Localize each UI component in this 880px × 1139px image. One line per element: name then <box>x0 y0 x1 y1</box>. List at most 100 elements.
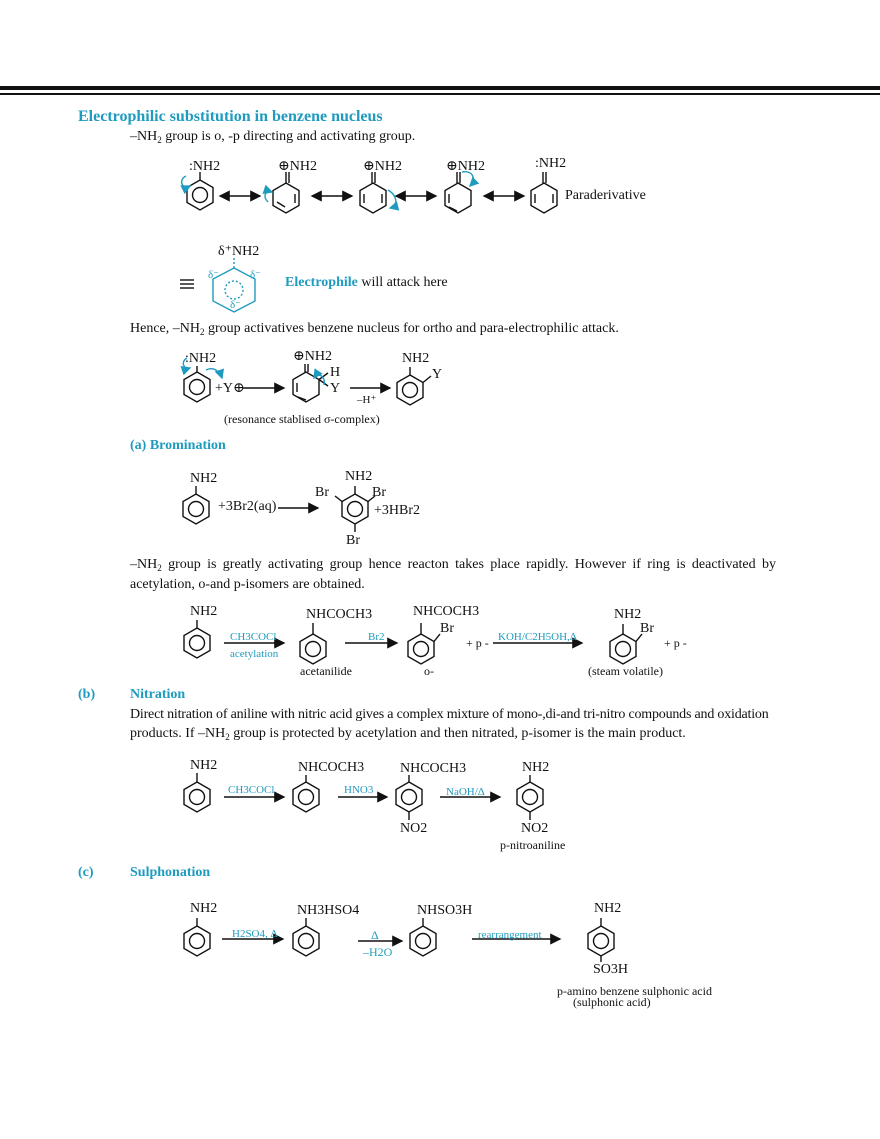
brom-br-left: Br <box>315 485 329 500</box>
resonance-label-3: ⊕NH2 <box>363 159 402 174</box>
nitration-aniline <box>183 773 211 813</box>
intro-sub: 2 <box>157 135 162 145</box>
scheme-o-group: NHCOCH3 <box>413 604 480 619</box>
hybrid-label: δ⁺NH2 <box>218 244 260 259</box>
mech-caption: (resonance stablised σ-complex) <box>224 412 380 426</box>
intro-pre: –NH <box>130 129 158 144</box>
nit-acet: NHCOCH3 <box>298 760 365 775</box>
brom-reagent: +3Br2(aq) <box>218 499 277 514</box>
nit-nh2: NH2 <box>190 758 218 773</box>
scheme-reagent1: CH3COCl <box>230 631 277 643</box>
brom-para-sub: 2 <box>157 563 162 573</box>
bromination-paragraph: –NH2 group is greatly activating group h… <box>130 555 776 595</box>
brom-br-right: Br <box>372 485 386 500</box>
hence-pre: Hence, –NH <box>130 321 200 336</box>
scheme-o-bromo <box>407 623 441 665</box>
nit-product: NH2 <box>522 760 550 775</box>
sul-reagent3: rearrangement <box>478 929 542 941</box>
hybrid-delta-left: δ⁻ <box>208 269 219 281</box>
intro-post: group is o, -p directing and activating … <box>161 129 416 144</box>
mechanism-reactant <box>180 357 224 403</box>
nit-reagent3: NaOH/Δ <box>446 786 485 798</box>
scheme-reagent2: Br2 <box>368 631 385 643</box>
scheme-acetanilide-group: NHCOCH3 <box>306 607 373 622</box>
resonance-label-2: ⊕NH2 <box>278 159 317 174</box>
nitration-p-nitroaniline <box>516 775 544 820</box>
sulphonation-heading: Sulphonation <box>130 865 211 880</box>
paraderivative-label: Paraderivative <box>565 188 646 203</box>
mech-reactant-label: :NH2 <box>185 351 217 366</box>
sul-product-name1: p-amino benzene sulphonic acid <box>557 984 712 998</box>
brom-reactant-label: NH2 <box>190 471 218 486</box>
sulphonation-sulphanilic <box>409 918 437 957</box>
header-rule-thick <box>0 86 880 90</box>
intro-text: –NH2 group is o, -p directing and activa… <box>130 128 415 146</box>
nitration-label: (b) <box>78 687 96 702</box>
sul-product-so3h: SO3H <box>593 962 629 977</box>
scheme-reagent3: KOH/C2H5OH,Δ <box>498 631 577 643</box>
brom-product-label: NH2 <box>345 469 373 484</box>
scheme-o-br: Br <box>440 621 454 636</box>
mech-product-label: NH2 <box>402 351 430 366</box>
hybrid-delta-bottom: δ⁻ <box>230 299 241 311</box>
sul-salt: NH3HSO4 <box>297 903 360 918</box>
scheme-final-group: NH2 <box>614 607 642 622</box>
nitration-line2-sub: 2 <box>225 732 230 742</box>
sulphonation-product <box>587 918 615 962</box>
sul-reagent2-top: Δ <box>371 928 379 942</box>
scheme-plus-p1: + p - <box>466 636 489 650</box>
hybrid-delta-right: δ⁻ <box>250 269 261 281</box>
scheme-plus-p2: + p - <box>664 636 687 650</box>
nit-product-name: p-nitroaniline <box>500 838 566 852</box>
mech-plus-y: +Y⊕ <box>215 381 245 396</box>
nitration-heading: Nitration <box>130 687 186 702</box>
brom-br-bottom: Br <box>346 533 360 548</box>
mech-product-y: Y <box>432 367 443 382</box>
sulphonation-label: (c) <box>78 865 94 880</box>
resonance-structure-5 <box>530 172 558 214</box>
resonance-structure-2 <box>262 172 300 214</box>
scheme-acetanilide-name: acetanilide <box>300 664 352 678</box>
mech-h-label: H <box>330 365 341 380</box>
scheme-aniline <box>183 620 211 659</box>
resonance-structure-4 <box>444 171 480 214</box>
resonance-structure-1 <box>180 172 214 211</box>
nitration-p-nitroacetanilide <box>395 775 423 820</box>
scheme-o-label: o- <box>424 664 434 678</box>
nitration-line2: products. If –NH2 group is protected by … <box>130 725 686 743</box>
nit-no2: NO2 <box>400 821 428 836</box>
mechanism-product <box>396 367 432 406</box>
nit-reagent2: HNO3 <box>344 784 374 796</box>
resonance-label-1: :NH2 <box>189 159 221 174</box>
equivalence-sign <box>180 279 194 289</box>
mech-intermediate-label: ⊕NH2 <box>293 349 332 364</box>
nitration-acetanilide <box>292 775 320 813</box>
hence-post: group activatives benzene nucleus for or… <box>204 321 619 336</box>
scheme-steam: (steam volatile) <box>588 664 663 678</box>
brom-byproduct: +3HBr2 <box>374 503 421 518</box>
electrophile-rest: will attack here <box>357 275 448 290</box>
mech-minus-h: –H⁺ <box>357 394 377 406</box>
sul-nhso3h: NHSO3H <box>417 903 473 918</box>
bromination-reactant <box>182 486 210 525</box>
resonance-hybrid <box>212 258 256 313</box>
sulphonation-aniline <box>183 918 211 957</box>
mechanism-intermediate <box>292 364 329 403</box>
section-heading: Electrophilic substitution in benzene nu… <box>78 108 383 125</box>
bromination-product <box>334 486 376 532</box>
nit-product-no2: NO2 <box>521 821 549 836</box>
nit-reagent1: CH3COCl <box>228 784 275 796</box>
electrophile-word: Electrophile <box>285 275 358 290</box>
scheme-final-br: Br <box>640 621 654 636</box>
brom-para-post: group is greatly activating group hence … <box>130 557 776 592</box>
sul-nh2: NH2 <box>190 901 218 916</box>
resonance-label-4: ⊕NH2 <box>446 159 485 174</box>
scheme-reagent1-below: acetylation <box>230 648 279 660</box>
nitration-line2-post: group is protected by acetylation and th… <box>229 726 686 741</box>
nitration-line1: Direct nitration of aniline with nitric … <box>130 707 769 722</box>
sul-reagent1: H2SO4, Δ <box>232 928 278 940</box>
electrophile-note: Electrophile will attack here <box>285 274 448 292</box>
scheme-o-bromoaniline <box>609 624 643 665</box>
nitration-line2-pre: products. If –NH <box>130 726 226 741</box>
